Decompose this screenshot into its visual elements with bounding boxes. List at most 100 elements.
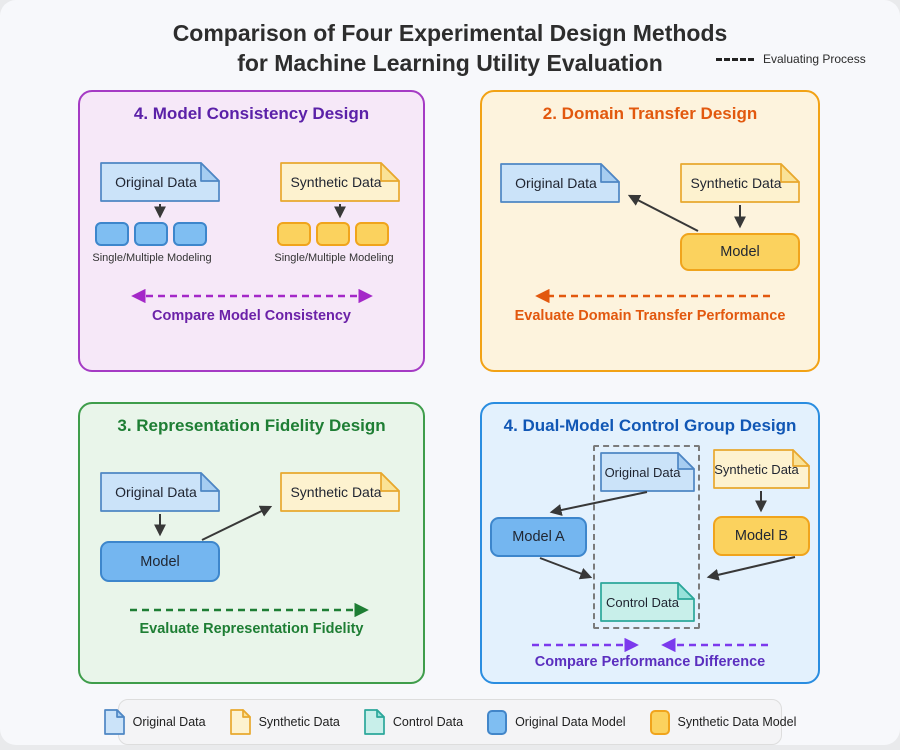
- model-b-label: Model B: [734, 528, 789, 544]
- original-data-node: Original Data: [100, 162, 220, 202]
- original-data-label: Original Data: [115, 174, 197, 190]
- model-chip: [316, 222, 350, 246]
- document-fold: [115, 709, 125, 718]
- evaluating-process-label: Evaluating Process: [763, 52, 866, 66]
- document-fold: [380, 472, 400, 492]
- synthetic-data-label: Synthetic Data: [690, 175, 782, 191]
- model-b-node: Model B: [713, 516, 810, 556]
- model-chip: [173, 222, 207, 246]
- original-data-label: Original Data: [604, 464, 681, 480]
- model-label: Model: [720, 244, 760, 260]
- panel-model-consistency-title: 4. Model Consistency Design: [133, 104, 370, 123]
- flow-arrow: [539, 557, 593, 580]
- legend-label: Synthetic Data: [258, 715, 340, 729]
- document-yellow-icon: [280, 472, 400, 512]
- document-blue-icon: [100, 162, 220, 202]
- document-shape: [280, 162, 400, 202]
- synthetic-data-label: Synthetic Data: [290, 484, 382, 500]
- model-chip: [134, 222, 168, 246]
- legend-label: Control Data: [392, 715, 464, 729]
- original-data-node: Original Data: [500, 163, 620, 203]
- original-data-node: Original Data: [600, 452, 695, 492]
- original-data-node: Original Data: [100, 472, 220, 512]
- document-shape: [280, 472, 400, 512]
- document-fold: [677, 582, 695, 600]
- document-fold: [241, 709, 251, 718]
- control-group-dashed-box: [593, 445, 700, 629]
- model-node: Model: [100, 541, 220, 582]
- document-shape: [713, 449, 810, 489]
- model-chip: [355, 222, 389, 246]
- document-blue-icon: [100, 472, 220, 512]
- document-shape: [100, 162, 220, 202]
- box-blue-icon: [487, 709, 508, 735]
- page-title-line2: for Machine Learning Utility Evaluation: [237, 50, 663, 76]
- control-data-node: Control Data: [600, 582, 695, 622]
- document-fold: [376, 709, 385, 718]
- panel-dual-model-control-title: 4. Dual-Model Control Group Design: [503, 416, 797, 435]
- document-blue-icon: [103, 709, 125, 735]
- legend-bar: Original Data Synthetic Data Control Dat…: [103, 699, 796, 745]
- synthetic-data-node: Synthetic Data: [280, 162, 400, 202]
- legend-label: Synthetic Data Model: [677, 715, 797, 729]
- document-fold: [200, 162, 220, 182]
- synthetic-data-node: Synthetic Data: [713, 449, 810, 489]
- synthetic-modeling-caption: Single/Multiple Modeling: [274, 252, 394, 264]
- panel-representation-fidelity: 3. Representation Fidelity Design Origin…: [78, 402, 425, 684]
- panel-domain-transfer: 2. Domain Transfer Design Original Data …: [480, 90, 820, 372]
- document-fold: [677, 452, 695, 470]
- document-teal-icon: [600, 582, 695, 622]
- document-teal-icon: [364, 709, 385, 735]
- document-fold: [792, 449, 810, 467]
- document-shape: [600, 452, 695, 492]
- original-modeling-caption: Single/Multiple Modeling: [92, 252, 212, 264]
- model-label: Model: [140, 553, 180, 570]
- document-fold: [380, 162, 400, 182]
- page-title: Comparison of Four Experimental Design M…: [0, 18, 900, 78]
- document-shape: [500, 163, 620, 203]
- document-fold: [200, 472, 220, 492]
- panel-representation-fidelity-title: 3. Representation Fidelity Design: [117, 416, 386, 435]
- document-shape: [100, 472, 220, 512]
- document-fold: [600, 163, 620, 183]
- legend-label: Original Data: [132, 715, 206, 729]
- synthetic-data-node: Synthetic Data: [680, 163, 800, 203]
- process-label: Evaluate Representation Fidelity: [139, 621, 364, 637]
- model-a-node: Model A: [490, 517, 587, 557]
- synthetic-data-label: Synthetic Data: [714, 461, 799, 477]
- process-label: Compare Performance Difference: [534, 654, 766, 670]
- synthetic-data-label: Synthetic Data: [290, 174, 382, 190]
- box-yellow-icon: [649, 709, 670, 735]
- control-data-label: Control Data: [606, 594, 679, 610]
- evaluating-process-legend: Evaluating Process: [716, 52, 866, 66]
- panel-domain-transfer-title: 2. Domain Transfer Design: [542, 104, 758, 123]
- panel-dual-model-control: 4. Dual-Model Control Group Design Origi…: [480, 402, 820, 684]
- legend-item-synthetic-data: Synthetic Data: [229, 709, 340, 735]
- arrow-layer: [535, 194, 770, 304]
- legend-item-original-data-model: Original Data Model: [487, 709, 626, 735]
- document-yellow-icon: [280, 162, 400, 202]
- page-title-line1: Comparison of Four Experimental Design M…: [172, 20, 728, 46]
- legend-item-original-data: Original Data: [103, 709, 206, 735]
- document-yellow-icon: [229, 709, 251, 735]
- original-data-label: Original Data: [115, 484, 197, 500]
- model-a-label: Model A: [512, 529, 565, 545]
- model-node: Model: [680, 233, 800, 271]
- legend-item-control-data: Control Data: [364, 709, 463, 735]
- process-label: Compare Model Consistency: [151, 308, 351, 324]
- document-shape: [600, 582, 695, 622]
- document-yellow-icon: [713, 449, 810, 489]
- original-data-label: Original Data: [515, 175, 597, 191]
- flow-arrow: [706, 556, 796, 581]
- synthetic-data-node: Synthetic Data: [280, 472, 400, 512]
- model-chip: [95, 222, 129, 246]
- legend-item-synthetic-data-model: Synthetic Data Model: [649, 709, 797, 735]
- legend-label: Original Data Model: [515, 715, 626, 729]
- document-blue-icon: [500, 163, 620, 203]
- document-blue-icon: [600, 452, 695, 492]
- process-label: Evaluate Domain Transfer Performance: [514, 308, 786, 324]
- model-chip: [277, 222, 311, 246]
- dashed-line-icon: [716, 57, 754, 61]
- document-fold: [780, 163, 800, 183]
